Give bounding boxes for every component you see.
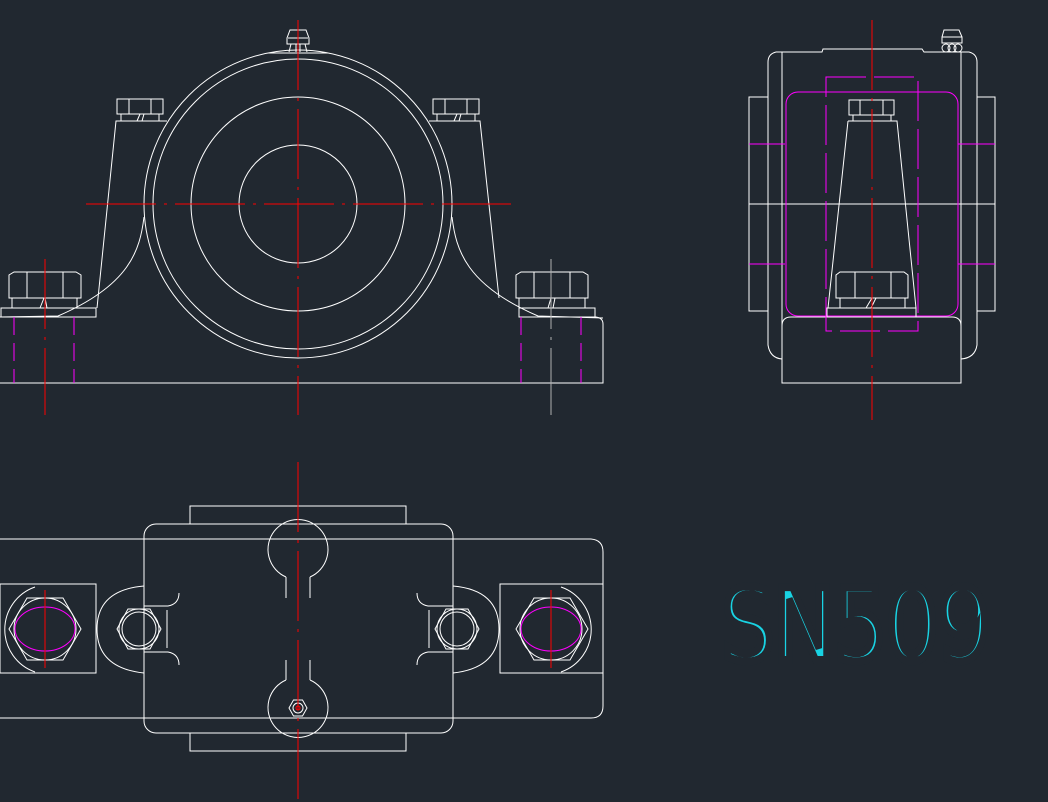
top-base-outline <box>0 538 604 719</box>
part-number-label: SN509 <box>722 567 990 684</box>
top-left-foot-bolt <box>0 583 97 674</box>
base <box>0 307 604 384</box>
top-right-cap-bolt <box>416 585 500 674</box>
right-foot-bolt <box>515 271 589 383</box>
front-view <box>0 20 604 415</box>
left-cap-lug <box>0 98 167 318</box>
top-left-cap-bolt <box>96 585 180 674</box>
side-grease-nipple <box>941 29 963 53</box>
top-view <box>0 462 604 802</box>
right-cap-lug <box>429 98 604 319</box>
top-right-foot-bolt <box>499 583 604 674</box>
top-grease-nipple-hex <box>288 699 308 717</box>
side-view <box>748 20 996 420</box>
